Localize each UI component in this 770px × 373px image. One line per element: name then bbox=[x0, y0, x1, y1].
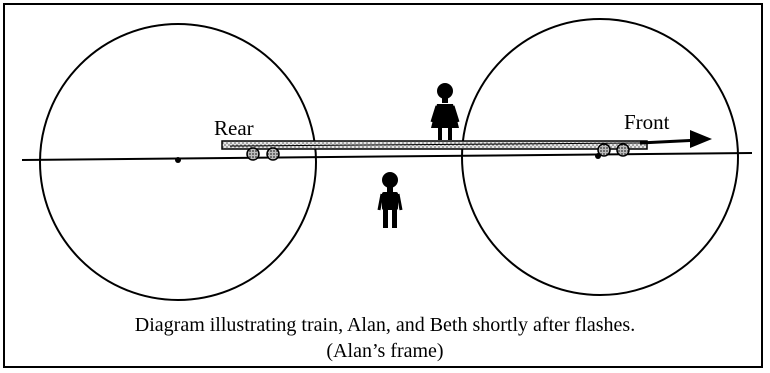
train-rear-wheel-1 bbox=[246, 147, 260, 161]
direction-arrow bbox=[639, 130, 712, 148]
alan-figure bbox=[377, 172, 403, 228]
train-front-wheel-1 bbox=[597, 143, 611, 157]
caption-line-1: Diagram illustrating train, Alan, and Be… bbox=[134, 314, 636, 336]
right-flash-circle bbox=[461, 18, 739, 296]
beth-figure bbox=[430, 83, 460, 140]
left-flash-origin-dot bbox=[175, 157, 181, 163]
train bbox=[221, 140, 648, 161]
caption-line-2: (Alan’s frame) bbox=[326, 340, 444, 362]
train-front-wheel-2 bbox=[616, 143, 630, 157]
rear-label: Rear bbox=[214, 116, 254, 140]
train-rear-wheel-2 bbox=[266, 147, 280, 161]
diagram-frame bbox=[3, 3, 763, 368]
left-flash-circle bbox=[39, 23, 317, 301]
front-label: Front bbox=[624, 110, 670, 134]
ground-line bbox=[21, 152, 753, 161]
